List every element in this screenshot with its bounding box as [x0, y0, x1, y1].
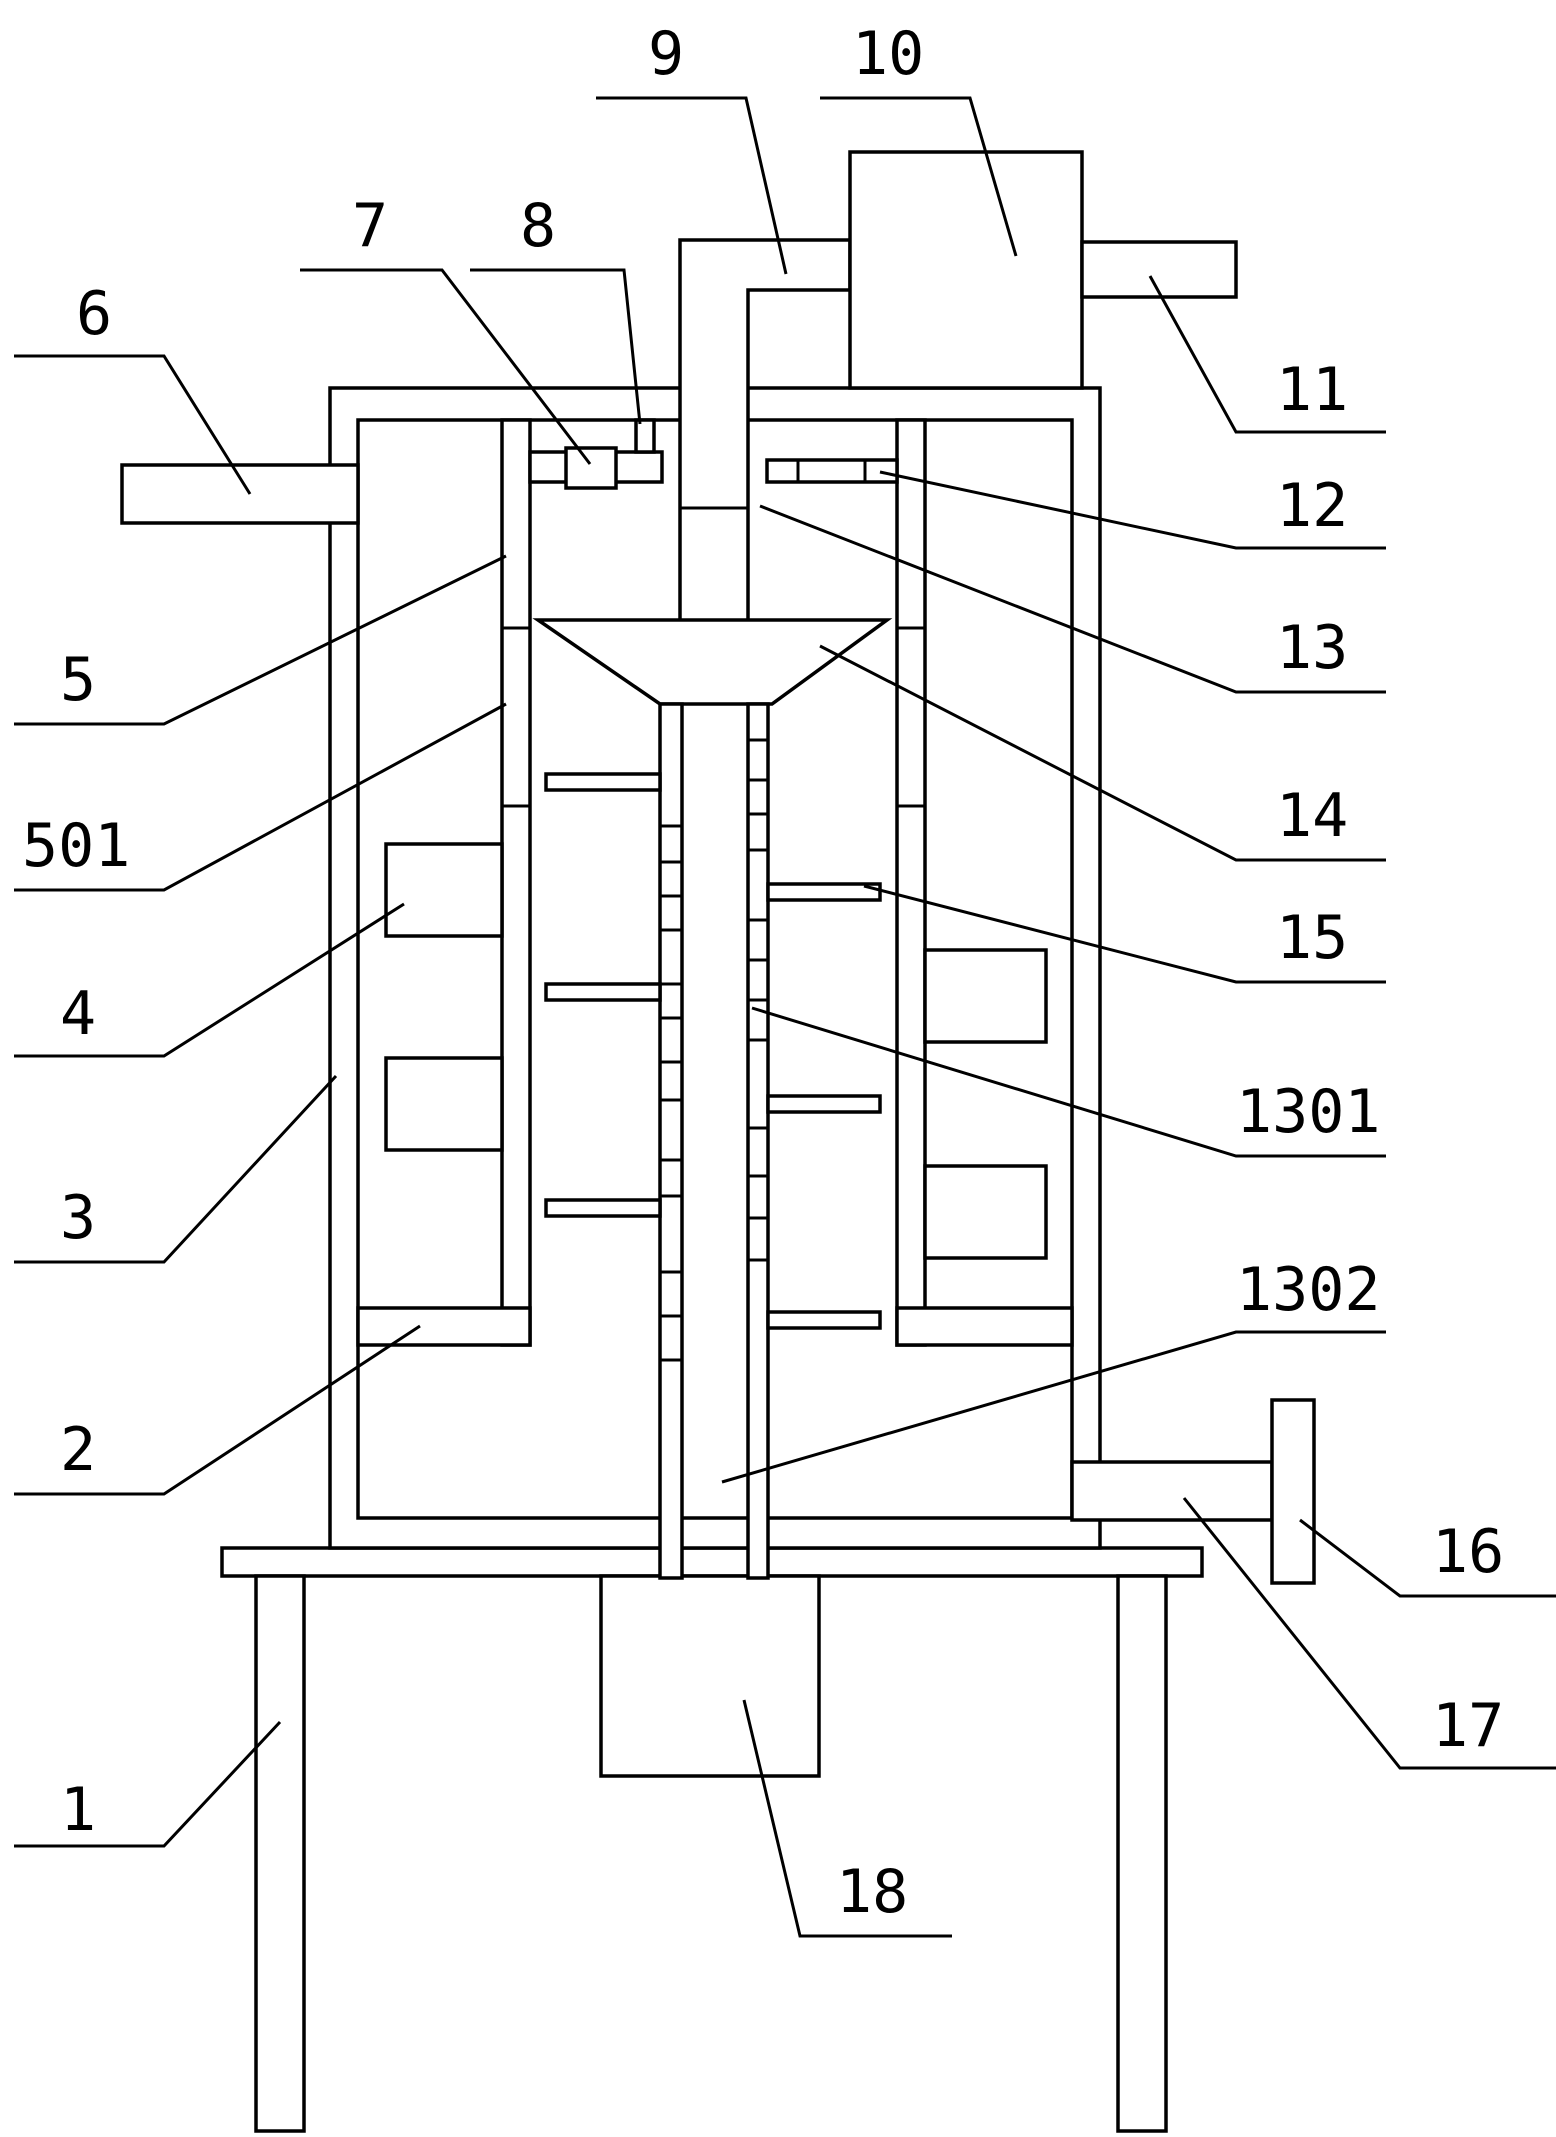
- drain-valve: [1270, 1398, 1316, 1585]
- label-14: 14: [1276, 781, 1348, 851]
- label-12: 12: [1276, 471, 1348, 541]
- shaft-right-wall: [746, 702, 770, 1580]
- label-4: 4: [60, 979, 96, 1049]
- leader-line-1301: [751, 1006, 1386, 1158]
- stirring-blade: [544, 1198, 662, 1218]
- label-7: 7: [352, 191, 388, 261]
- leader-line-18: [742, 1699, 952, 1938]
- heating-block: [384, 1056, 504, 1152]
- label-10: 10: [852, 19, 924, 89]
- leader-line-8: [470, 268, 642, 425]
- label-8: 8: [520, 191, 556, 261]
- inlet-pipe: [120, 463, 360, 525]
- label-1301: 1301: [1236, 1077, 1381, 1147]
- bottom-motor: [599, 1574, 821, 1778]
- stirring-blade: [544, 772, 662, 792]
- stirring-blade: [766, 882, 882, 902]
- top-fittings: [528, 418, 899, 490]
- leader-line-11: [1148, 275, 1386, 434]
- label-6: 6: [76, 279, 112, 349]
- leader-line-17: [1182, 1497, 1556, 1770]
- drain-pipe: [1070, 1460, 1274, 1522]
- left-leg: [254, 1574, 306, 2133]
- label-5: 5: [60, 645, 96, 715]
- leader-lines: [14, 96, 1556, 1938]
- label-18: 18: [836, 1857, 908, 1927]
- right-fitting-plate: [765, 458, 899, 484]
- pump-box: [848, 150, 1084, 390]
- base-plate: [220, 1546, 1204, 1578]
- leader-line-15: [863, 884, 1386, 984]
- heating-block: [923, 948, 1048, 1044]
- leader-line-5: [14, 554, 507, 726]
- label-16: 16: [1432, 1517, 1504, 1587]
- label-3: 3: [60, 1183, 96, 1253]
- leader-line-4: [14, 902, 405, 1058]
- leader-line-13: [759, 504, 1386, 694]
- support-stand: [220, 1546, 1204, 2133]
- fitting-post: [634, 418, 656, 454]
- stirring-blade: [544, 982, 662, 1002]
- central-shaft: [658, 702, 770, 1580]
- leader-line-3: [14, 1074, 338, 1264]
- label-2: 2: [60, 1415, 96, 1485]
- leader-line-16: [1299, 1518, 1556, 1598]
- label-15: 15: [1276, 903, 1348, 973]
- label-501: 501: [22, 811, 130, 881]
- left-drum-bottom: [356, 1306, 532, 1347]
- stirring-blade: [766, 1094, 882, 1114]
- right-leg: [1116, 1574, 1168, 2133]
- label-9: 9: [648, 19, 684, 89]
- reference-numerals: 1 2 3 4 501 5 6 7 8 9 10 11 12 13 14 15 …: [22, 19, 1504, 1927]
- heating-block: [923, 1164, 1048, 1260]
- left-drum-wall: [500, 418, 532, 1347]
- leader-line-10: [820, 96, 1018, 257]
- leader-line-14: [819, 644, 1386, 862]
- leader-line-501: [14, 702, 507, 892]
- label-11: 11: [1276, 355, 1348, 425]
- leader-line-1: [14, 1720, 282, 1848]
- leader-line-7: [300, 268, 592, 465]
- heating-block: [384, 842, 504, 938]
- right-drum-bottom: [895, 1306, 1074, 1347]
- label-17: 17: [1432, 1691, 1504, 1761]
- hopper: [532, 618, 893, 706]
- label-1302: 1302: [1236, 1255, 1381, 1325]
- leader-line-1302: [721, 1330, 1386, 1484]
- inner-drum: [356, 418, 1074, 1347]
- leader-line-9: [596, 96, 788, 275]
- shaft-left-wall: [658, 702, 684, 1580]
- stirring-blades: [544, 772, 882, 1330]
- right-drum-wall: [895, 418, 927, 1347]
- leader-line-2: [14, 1324, 421, 1496]
- label-13: 13: [1276, 613, 1348, 683]
- heating-blocks: [384, 842, 1048, 1260]
- stirring-blade: [766, 1310, 882, 1330]
- feed-system: [678, 150, 1238, 624]
- fitting-block: [564, 446, 618, 490]
- label-1: 1: [60, 1775, 96, 1845]
- leader-line-12: [879, 470, 1386, 550]
- outlet-pipe: [1080, 240, 1238, 299]
- leader-line-6: [14, 354, 252, 495]
